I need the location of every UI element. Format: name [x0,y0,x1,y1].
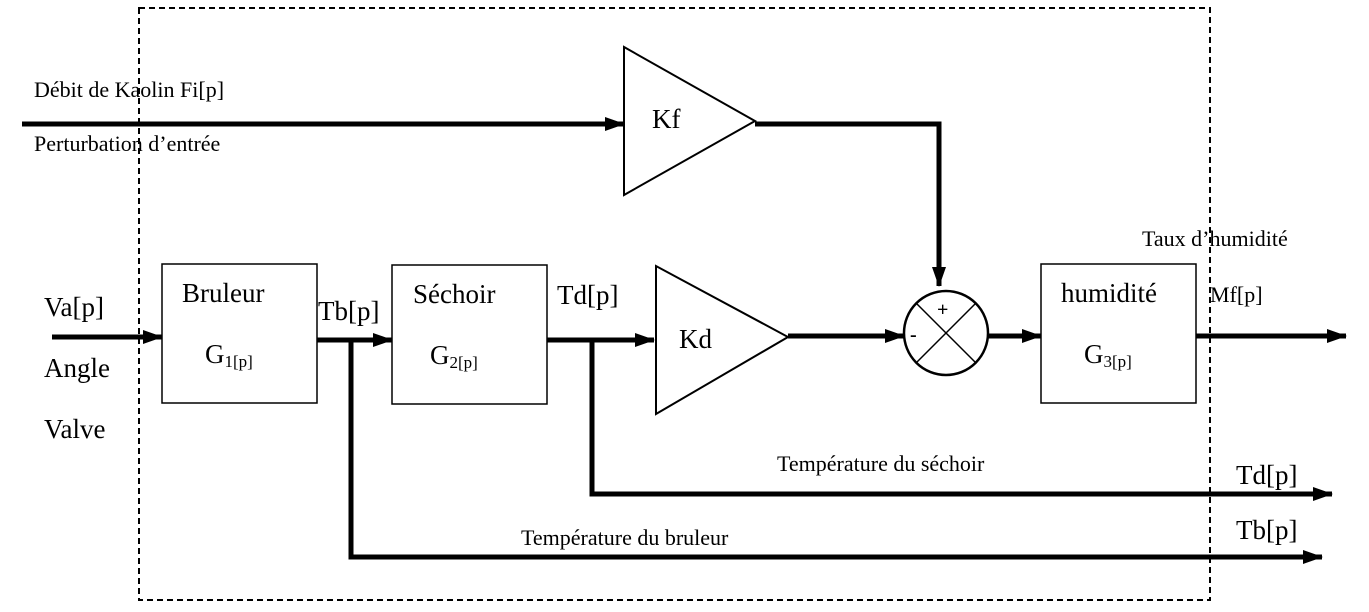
burner-tf-symbol: G [205,339,225,369]
humidity-tf-subscript: 3[p] [1104,352,1132,371]
dryer-tf-symbol: G [430,340,450,370]
mf-output-label: Mf[p] [1210,282,1263,307]
dryer-temperature-output-wire [589,340,1333,501]
summing-junction [902,289,990,377]
summer-minus-sign: - [910,324,917,346]
input-disturbance-label: Perturbation d’entrée [34,131,220,156]
kd-gain-label: Kd [679,324,712,354]
dryer-block-name: Séchoir [413,279,495,309]
tb-mid-label: Tb[p] [318,296,379,326]
kf-to-summer-wire [755,121,946,287]
burner-block-tf: G1[p] [205,339,253,371]
dryer-tf-subscript: 2[p] [450,353,478,372]
dryer-block [391,264,548,405]
humidity-rate-label: Taux d’humidité [1142,226,1288,251]
burner-temperature-output-wire [348,340,1323,564]
burner-block-name: Bruleur [182,278,264,308]
humidity-block-tf: G3[p] [1084,339,1132,371]
dryer-temperature-label: Température du séchoir [777,451,985,476]
va-label: Va[p] [44,292,104,322]
humidity-block-name: humidité [1061,278,1157,308]
kf-gain-block [623,45,758,197]
dryer-block-tf: G2[p] [430,340,478,372]
valve-label: Valve [44,414,105,444]
summer-plus-sign: + [937,299,948,321]
burner-temperature-label: Température du bruleur [521,525,729,550]
humidity-tf-symbol: G [1084,339,1104,369]
burner-block [161,263,318,404]
humidity-block [1040,263,1197,404]
td-output-label: Td[p] [1236,460,1297,490]
angle-label: Angle [44,353,110,383]
system-boundary [138,7,1211,601]
burner-tf-subscript: 1[p] [225,352,253,371]
tb-output-label: Tb[p] [1236,515,1297,545]
kd-gain-block [655,264,791,416]
td-mid-label: Td[p] [557,280,618,310]
kaolin-input-label: Débit de Kaolin Fi[p] [34,77,224,102]
kf-gain-label: Kf [652,104,681,134]
